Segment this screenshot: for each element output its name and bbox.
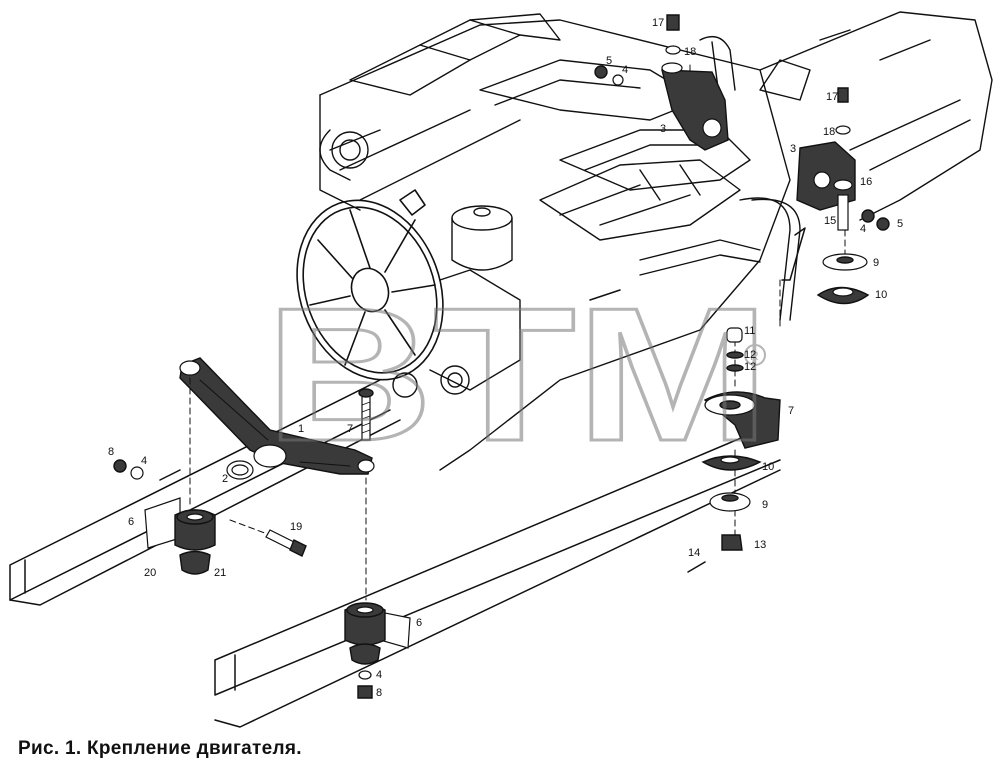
callout-label: 4 (860, 223, 866, 235)
callout-label: 7 (347, 423, 353, 435)
callout-label: 6 (416, 617, 422, 629)
watermark-logo: BTM R (264, 268, 772, 483)
callout-label: 18 (684, 46, 696, 58)
callout-label: 1 (298, 423, 304, 435)
callout-label: 8 (376, 687, 382, 699)
callout-label: 4 (622, 64, 628, 76)
callout-label: 17 (826, 91, 838, 103)
callout-label: 16 (860, 176, 872, 188)
callout-label: 12 (744, 361, 756, 373)
cooling-fan (296, 189, 444, 381)
callout-label: 13 (754, 539, 766, 551)
callout-label: 2 (222, 473, 228, 485)
callout-label: 17 (652, 17, 664, 29)
callout-label: 15 (824, 215, 836, 227)
rear-bracket-left (594, 14, 729, 151)
callout-label: 8 (108, 446, 114, 458)
rear-cushion-stack (687, 253, 870, 573)
callout-label: 9 (762, 499, 768, 511)
rear-bracket-right (781, 87, 890, 281)
callout-label: 4 (141, 455, 147, 467)
callout-label: 11 (744, 325, 755, 337)
callout-label: 3 (660, 123, 666, 135)
callout-label: 10 (762, 461, 774, 473)
callout-label: 7 (788, 405, 794, 417)
callout-label: 20 (144, 567, 156, 579)
callout-label: 9 (873, 257, 879, 269)
callout-label: 5 (897, 218, 903, 230)
washer-2 (226, 460, 254, 480)
bolt-19 (265, 529, 307, 557)
callout-labels: 17 18 5 4 3 17 18 3 16 15 4 5 9 10 11 12… (108, 17, 903, 699)
callout-label: 5 (606, 55, 612, 67)
callout-label: 4 (376, 669, 382, 681)
bolt-7-left (358, 388, 374, 441)
callout-label: 14 (688, 547, 700, 559)
callout-label: 3 (790, 143, 796, 155)
callout-label: 18 (823, 126, 835, 138)
svg-text:R: R (750, 349, 759, 363)
callout-label: 19 (290, 521, 302, 533)
engine-block (319, 11, 993, 471)
frame-rails (9, 289, 781, 728)
callout-label: 10 (875, 289, 887, 301)
callout-label: 21 (214, 567, 226, 579)
callout-label: 12 (744, 349, 756, 361)
figure-caption: Рис. 1. Крепление двигателя. (18, 738, 302, 759)
svg-text:BTM: BTM (265, 269, 770, 481)
front-support-right (344, 602, 411, 699)
front-crossmember (179, 357, 375, 475)
callout-label: 6 (128, 516, 134, 528)
front-support-left (113, 459, 216, 575)
